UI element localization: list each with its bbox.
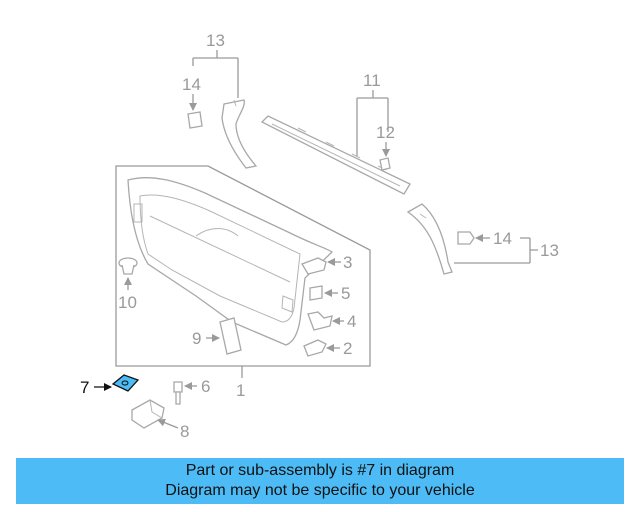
callout-3[interactable]: 3	[343, 253, 352, 272]
leader-13-right	[454, 237, 538, 264]
bolt-6-part	[173, 381, 197, 405]
assembly-1-frame	[115, 165, 371, 367]
clip-4-part	[307, 311, 344, 331]
callout-6[interactable]: 6	[201, 377, 210, 396]
caption-line-2: Diagram may not be specific to your vehi…	[165, 482, 475, 499]
clip-14-upper-part	[187, 94, 203, 129]
callout-1[interactable]: 1	[236, 381, 245, 400]
upper-garnish-part	[260, 115, 411, 195]
callout-14-upper[interactable]: 14	[182, 75, 201, 94]
callout-5[interactable]: 5	[341, 284, 350, 303]
bracket-8-part	[131, 399, 179, 429]
clip-2-part	[303, 339, 340, 357]
callout-8[interactable]: 8	[180, 422, 189, 441]
pillar-trim-upper-part	[221, 99, 258, 169]
callout-2[interactable]: 2	[343, 339, 352, 358]
callout-13-upper[interactable]: 13	[206, 31, 225, 50]
leader-11	[356, 90, 389, 156]
pillar-trim-right-part	[406, 203, 453, 275]
callout-10[interactable]: 10	[118, 293, 137, 312]
clip-12-part	[379, 142, 391, 171]
caption-line-1: Part or sub-assembly is #7 in diagram	[185, 462, 455, 479]
clip-3-part	[301, 257, 341, 275]
clip-5-part	[309, 285, 338, 301]
diagram-caption-banner: Part or sub-assembly is #7 in diagram Di…	[16, 458, 624, 504]
leader-13-upper	[192, 50, 239, 98]
clip-14-right-part	[457, 231, 490, 245]
clip-7-part	[94, 374, 140, 392]
clip-10-part	[118, 257, 138, 290]
pad-9-part	[206, 317, 242, 355]
callout-4[interactable]: 4	[347, 312, 356, 331]
callout-9[interactable]: 9	[192, 329, 201, 348]
tailgate-trim-panel	[127, 177, 334, 346]
callout-13-right[interactable]: 13	[540, 241, 559, 260]
callout-12[interactable]: 12	[376, 123, 395, 142]
callout-7[interactable]: 7	[80, 378, 89, 397]
callout-14-right[interactable]: 14	[493, 229, 512, 248]
callout-11[interactable]: 11	[363, 71, 381, 90]
